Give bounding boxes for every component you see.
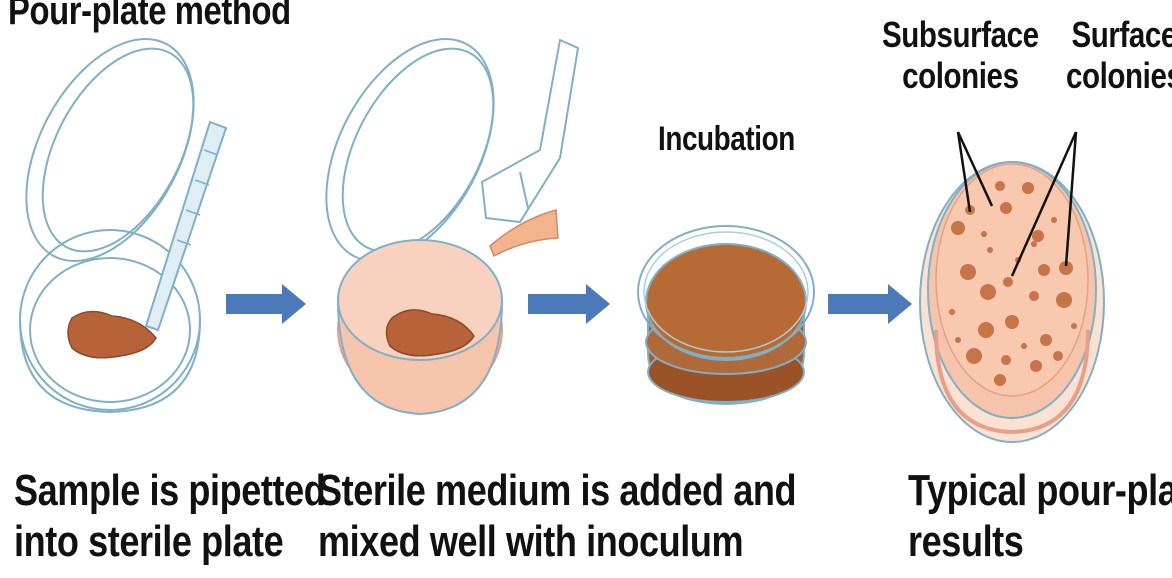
flask [482,40,578,222]
step1-lid-inner [12,24,225,276]
arrow-1 [226,284,306,324]
step1-caption: Sample is pipetted into sterile plate [14,466,325,567]
step1-sample [68,311,156,357]
step4-caption: Typical pour-plate results [908,466,1172,567]
subsurface-label-line2: colonies [882,55,1039,96]
incubation-label: Incubation [658,120,795,159]
arrow-2 [528,284,610,324]
diagram-title: Pour-plate method [8,0,291,34]
subsurface-colonies-label: Subsurface colonies [882,14,1039,97]
subsurface-label-line1: Subsurface [882,14,1039,55]
arrow-3 [828,284,912,324]
step4-caption-line2: results [908,517,1172,568]
surface-colonies-label: Surface colonies [1066,14,1172,97]
step3-plate [638,226,814,404]
step2-caption: Sterile medium is added and mixed well w… [318,466,796,567]
step2-caption-line1: Sterile medium is added and [318,466,796,517]
step1-caption-line1: Sample is pipetted [14,466,325,517]
surface-label-line1: Surface [1066,14,1172,55]
step2-caption-line2: mixed well with inoculum [318,517,796,568]
step1-caption-line2: into sterile plate [14,517,325,568]
step2-plate [292,11,578,414]
pipette [146,122,226,330]
surface-label-line2: colonies [1066,55,1172,96]
step1-lid [0,11,228,289]
step4-caption-line1: Typical pour-plate [908,466,1172,517]
step4-plate [920,132,1104,442]
